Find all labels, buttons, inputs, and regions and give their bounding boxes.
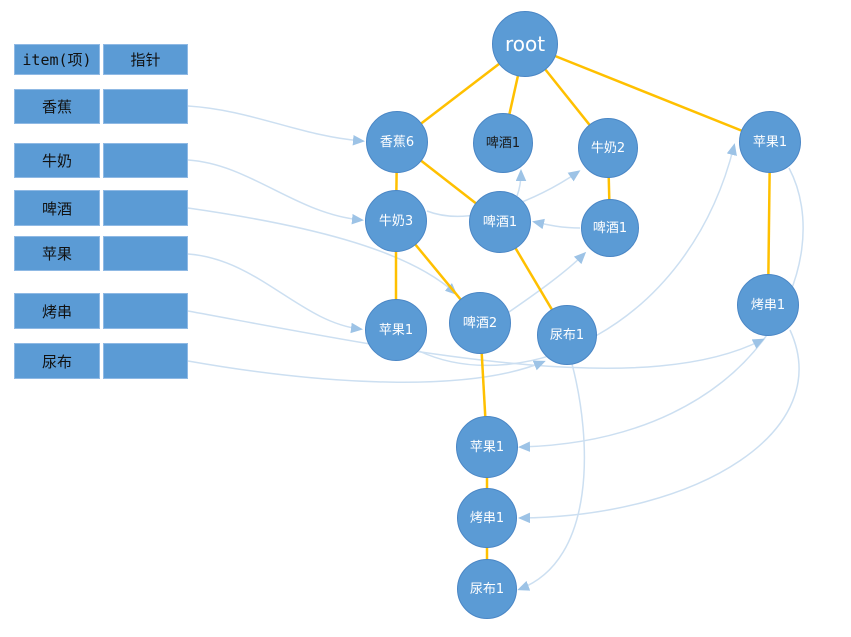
table-pointer-cell bbox=[103, 143, 188, 178]
tree-node-beer1-right: 啤酒1 bbox=[581, 199, 639, 257]
tree-edge-milk2-to-beer1-right bbox=[607, 176, 611, 201]
pointer-link-beer1-mid-to-beer1-top bbox=[515, 169, 527, 197]
tree-node-beer1-top: 啤酒1 bbox=[473, 113, 533, 173]
table-pointer-cell bbox=[103, 236, 188, 271]
pointer-link-header-牛奶-to-milk3 bbox=[187, 159, 364, 225]
pointer-link-header-苹果-to-apple1-left bbox=[187, 253, 363, 334]
table-item-cell: 烤串 bbox=[14, 293, 100, 329]
pointer-link-header-香蕉-to-banana6 bbox=[187, 105, 365, 146]
tree-edge-root-to-milk2 bbox=[543, 68, 591, 127]
tree-edge-banana6-to-beer1-mid bbox=[419, 159, 478, 205]
tree-edge-milk3-to-beer2 bbox=[414, 243, 462, 301]
tree-edge-apple1-right-to-kebab1-right bbox=[767, 171, 771, 276]
table-pointer-cell bbox=[103, 343, 188, 379]
tree-edge-root-to-banana6 bbox=[420, 62, 501, 125]
table-item-cell: 香蕉 bbox=[14, 89, 100, 124]
tree-node-diaper1-bottom: 尿布1 bbox=[457, 559, 517, 619]
tree-node-milk3: 牛奶3 bbox=[365, 190, 427, 252]
table-item-cell: 苹果 bbox=[14, 236, 100, 271]
tree-node-banana6: 香蕉6 bbox=[366, 111, 428, 173]
pointer-link-apple1-left-to-apple1-right bbox=[418, 143, 737, 366]
tree-edge-beer1-mid-to-diaper1-mid bbox=[514, 247, 554, 311]
tree-node-kebab1-bottom: 烤串1 bbox=[457, 488, 517, 548]
pointer-link-kebab1-right-to-kebab1-bottom bbox=[518, 329, 800, 524]
table-header-pointer: 指针 bbox=[103, 44, 188, 75]
tree-edge-beer2-to-apple1-bottom bbox=[480, 352, 487, 418]
tree-node-diaper1-mid: 尿布1 bbox=[537, 305, 597, 365]
tree-edge-root-to-apple1-right bbox=[554, 54, 743, 133]
pointer-link-beer2-to-beer1-right bbox=[508, 251, 587, 313]
pointer-link-header-尿布-to-diaper1-mid bbox=[187, 360, 546, 383]
table-item-cell: 尿布 bbox=[14, 343, 100, 379]
table-item-cell: 牛奶 bbox=[14, 143, 100, 178]
tree-node-milk2: 牛奶2 bbox=[578, 118, 638, 178]
pointer-link-beer1-right-to-beer1-mid bbox=[532, 218, 581, 230]
table-pointer-cell bbox=[103, 89, 188, 124]
tree-edge-root-to-beer1-top bbox=[508, 74, 520, 115]
tree-node-beer1-mid: 啤酒1 bbox=[469, 191, 531, 253]
tree-node-beer2: 啤酒2 bbox=[449, 292, 511, 354]
tree-node-kebab1-right: 烤串1 bbox=[737, 274, 799, 336]
tree-node-apple1-left: 苹果1 bbox=[365, 299, 427, 361]
tree-node-apple1-bottom: 苹果1 bbox=[456, 416, 518, 478]
tree-node-root: root bbox=[492, 11, 558, 77]
table-pointer-cell bbox=[103, 190, 188, 226]
pointer-link-diaper1-mid-to-diaper1-bottom bbox=[517, 363, 586, 591]
pointer-link-header-啤酒-to-beer2 bbox=[187, 207, 458, 296]
table-header-item: item(项) bbox=[14, 44, 100, 75]
table-pointer-cell bbox=[103, 293, 188, 329]
table-item-cell: 啤酒 bbox=[14, 190, 100, 226]
pointer-link-header-烤串-to-kebab1-right bbox=[187, 310, 765, 369]
tree-node-apple1-right: 苹果1 bbox=[739, 111, 801, 173]
